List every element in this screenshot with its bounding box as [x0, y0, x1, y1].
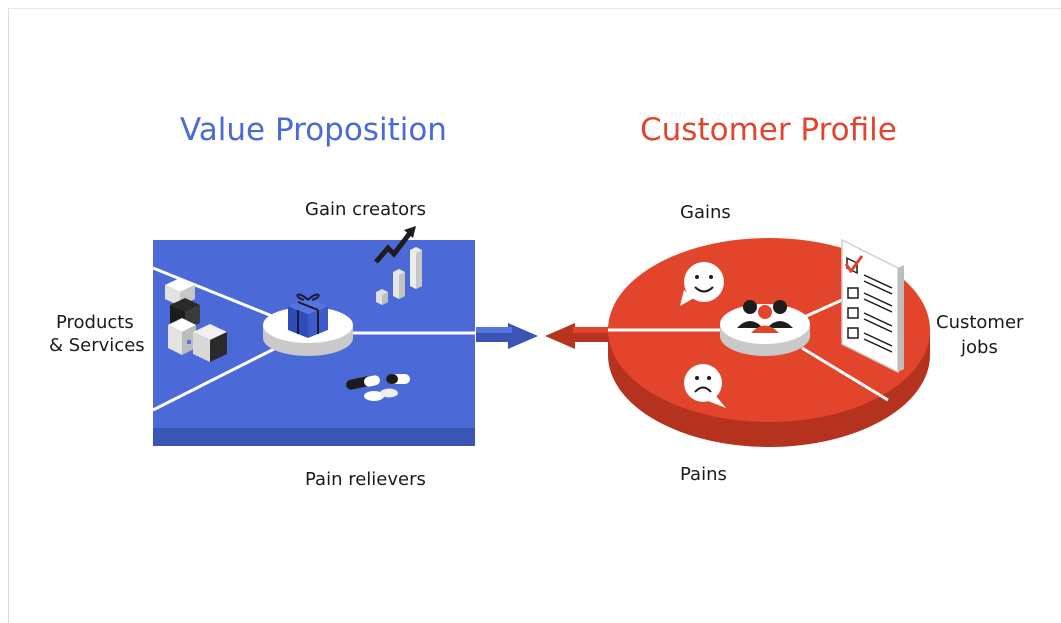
- products-label-line2: & Services: [49, 335, 145, 356]
- pills-icon: [346, 374, 410, 401]
- sad-face-icon: [684, 364, 726, 408]
- people-icon: [720, 300, 810, 356]
- gains-label: Gains: [680, 202, 731, 223]
- growth-chart-icon: [374, 226, 422, 305]
- diagram-frame: [8, 8, 1061, 623]
- gift-icon: [263, 293, 353, 356]
- value-arrow-icon: [476, 323, 538, 349]
- customer-profile-title: Customer Profile: [640, 112, 897, 148]
- customer-jobs-label-line2: jobs: [961, 337, 998, 358]
- gain-creators-label: Gain creators: [305, 199, 426, 220]
- boxes-icon: [165, 278, 227, 362]
- products-label-line1: Products: [56, 312, 134, 333]
- value-proposition-title: Value Proposition: [180, 112, 447, 148]
- customer-arrow-icon: [545, 323, 609, 349]
- customer-jobs-label-line1: Customer: [936, 312, 1024, 333]
- pain-relievers-label: Pain relievers: [305, 469, 426, 490]
- checklist-icon: [841, 238, 904, 374]
- pains-label: Pains: [680, 464, 727, 485]
- happy-face-icon: [680, 262, 724, 306]
